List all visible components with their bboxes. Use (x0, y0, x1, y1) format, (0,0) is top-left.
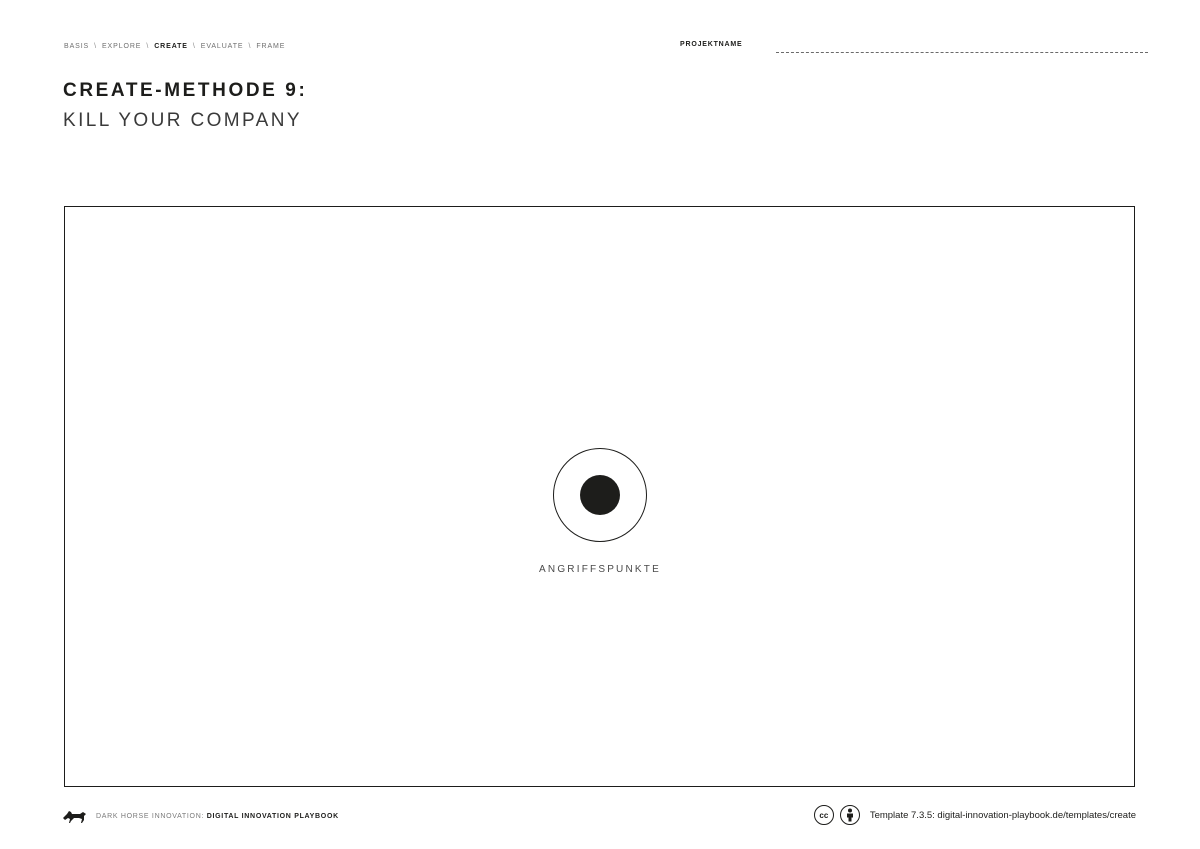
breadcrumb: BASIS \ EXPLORE \ CREATE \ EVALUATE \ FR… (64, 43, 285, 50)
footer-brand-prefix: DARK HORSE INNOVATION: (96, 812, 205, 820)
breadcrumb-item-basis[interactable]: BASIS (64, 43, 90, 50)
by-icon (839, 805, 860, 825)
breadcrumb-item-explore[interactable]: EXPLORE (101, 43, 142, 50)
breadcrumb-separator: \ (94, 43, 97, 50)
project-name-field: PROJEKTNAME (680, 41, 742, 48)
breadcrumb-separator: \ (192, 43, 196, 50)
template-reference-link[interactable]: Template 7.3.5: digital-innovation-playb… (869, 809, 1136, 821)
target-label: ANGRIFFSPUNKTE (539, 564, 661, 575)
breadcrumb-separator: \ (248, 43, 252, 50)
footer-brand: DARK HORSE INNOVATION: DIGITAL INNOVATIO… (62, 808, 339, 824)
project-name-input-line[interactable] (776, 52, 1148, 53)
footer-brand-strong: DIGITAL INNOVATION PLAYBOOK (206, 812, 339, 820)
horse-icon (63, 811, 86, 823)
breadcrumb-item-create[interactable]: CREATE (154, 43, 188, 50)
breadcrumb-item-evaluate[interactable]: EVALUATE (200, 43, 244, 50)
cc-icon: cc (813, 805, 834, 825)
footer-brand-text: DARK HORSE INNOVATION: DIGITAL INNOVATIO… (96, 813, 339, 820)
project-name-label: PROJEKTNAME (680, 41, 743, 48)
worksheet-canvas[interactable] (64, 206, 1135, 787)
breadcrumb-separator: \ (146, 43, 150, 50)
method-title: CREATE-METHODE 9: (63, 80, 308, 101)
person-icon (846, 808, 853, 822)
footer-license: cc Template 7.3.5: digital-innovation-pl… (813, 805, 1136, 825)
method-subtitle: KILL YOUR COMPANY (63, 110, 302, 131)
target-icon (553, 448, 647, 542)
target-center-dot (580, 475, 620, 515)
breadcrumb-item-frame[interactable]: FRAME (256, 43, 286, 50)
